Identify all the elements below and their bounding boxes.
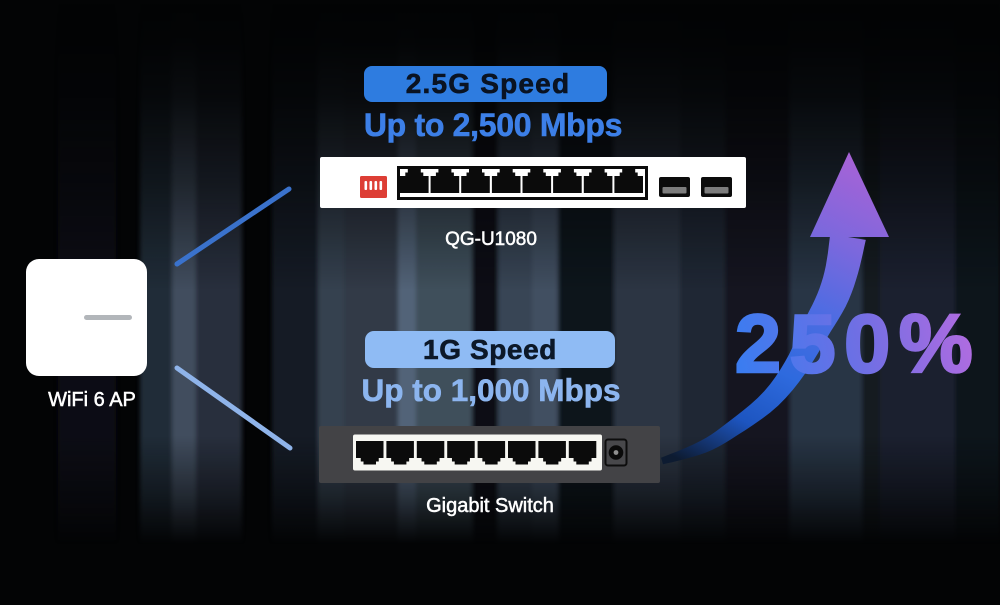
- improvement-stat: 250%: [735, 297, 981, 390]
- link-line-fast: [174, 186, 292, 267]
- link-line-slow: [174, 365, 293, 451]
- slow-speed-subtitle: Up to 1,000 Mbps: [361, 372, 621, 408]
- dip-switch-pins: [364, 181, 383, 190]
- fast-speed-badge-label: 2.5G Speed: [405, 68, 571, 100]
- fast-device-label: QG-U1080: [445, 229, 537, 250]
- uplink-ports: [659, 177, 732, 197]
- ap-label: WiFi 6 AP: [48, 388, 136, 411]
- switch-25g-illustration: [320, 157, 746, 213]
- slow-device-label: Gigabit Switch: [426, 495, 554, 517]
- port-group-frame: [397, 166, 648, 200]
- fast-speed-badge: 2.5G Speed: [364, 66, 607, 102]
- wifi-ap-slot: [84, 315, 132, 320]
- power-jack-icon: [604, 438, 628, 467]
- wifi-ap-illustration: [26, 259, 147, 376]
- arrow-head: [810, 152, 889, 237]
- fast-speed-subtitle: Up to 2,500 Mbps: [363, 107, 623, 143]
- switch-gigabit-illustration: [319, 426, 660, 488]
- slow-speed-badge: 1G Speed: [365, 331, 615, 368]
- arrow-shaft: [661, 234, 866, 465]
- slow-speed-badge-label: 1G Speed: [423, 333, 557, 365]
